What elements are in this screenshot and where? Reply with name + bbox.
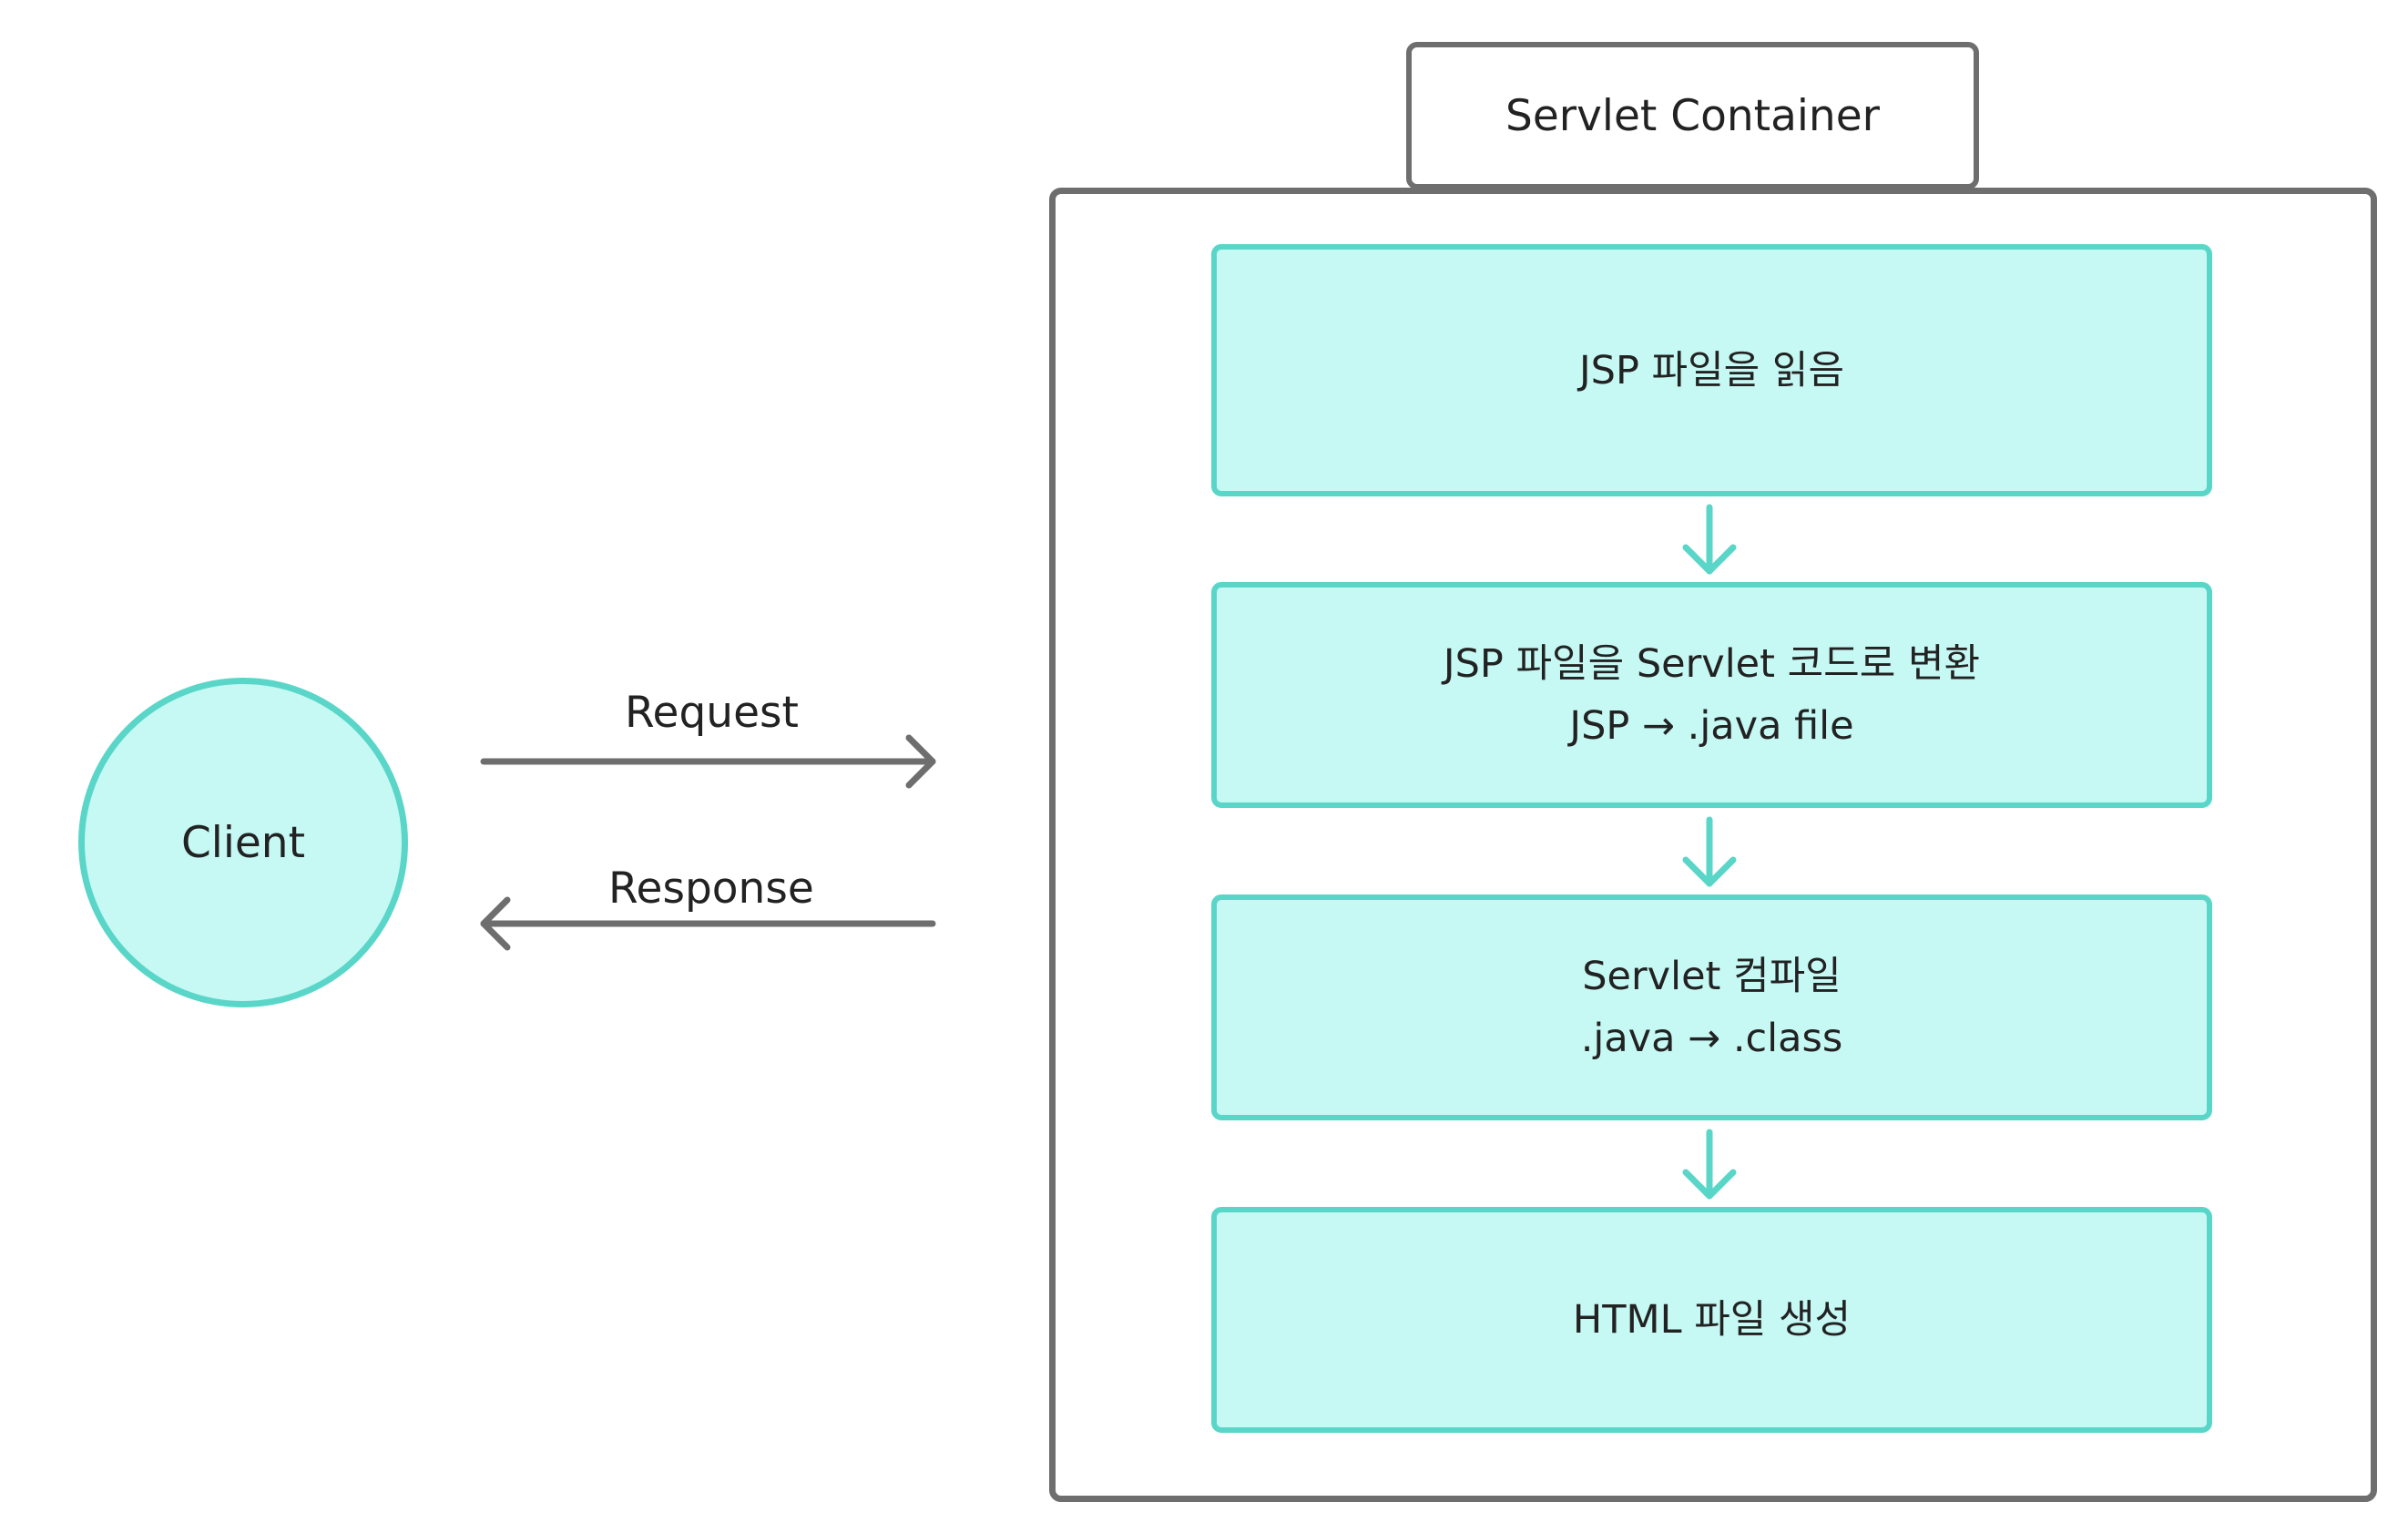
step-compile-servlet-detail: .java → .class [1580, 1016, 1843, 1061]
step-generate-html-label: HTML 파일 생성 [1572, 1297, 1852, 1343]
servlet-container-title: Servlet Container [1505, 90, 1880, 141]
step-convert-to-servlet: JSP 파일을 Servlet 코드로 변환 JSP → .java file [1211, 582, 2212, 808]
step-convert-to-servlet-label: JSP 파일을 Servlet 코드로 변환 [1443, 641, 1981, 687]
request-arrow [480, 734, 936, 789]
step-read-jsp-label: JSP 파일을 읽음 [1578, 347, 1845, 393]
step-compile-servlet-label: Servlet 컴파일 [1582, 954, 1842, 999]
step-compile-servlet: Servlet 컴파일 .java → .class [1211, 894, 2212, 1120]
client-label: Client [180, 817, 306, 868]
step-read-jsp: JSP 파일을 읽음 [1211, 244, 2212, 496]
request-label: Request [625, 688, 799, 738]
client-node: Client [78, 678, 408, 1007]
response-label: Response [608, 864, 814, 914]
servlet-container-title-tab: Servlet Container [1406, 42, 1979, 189]
step-generate-html: HTML 파일 생성 [1211, 1207, 2212, 1433]
step-convert-to-servlet-detail: JSP → .java file [1569, 703, 1854, 749]
